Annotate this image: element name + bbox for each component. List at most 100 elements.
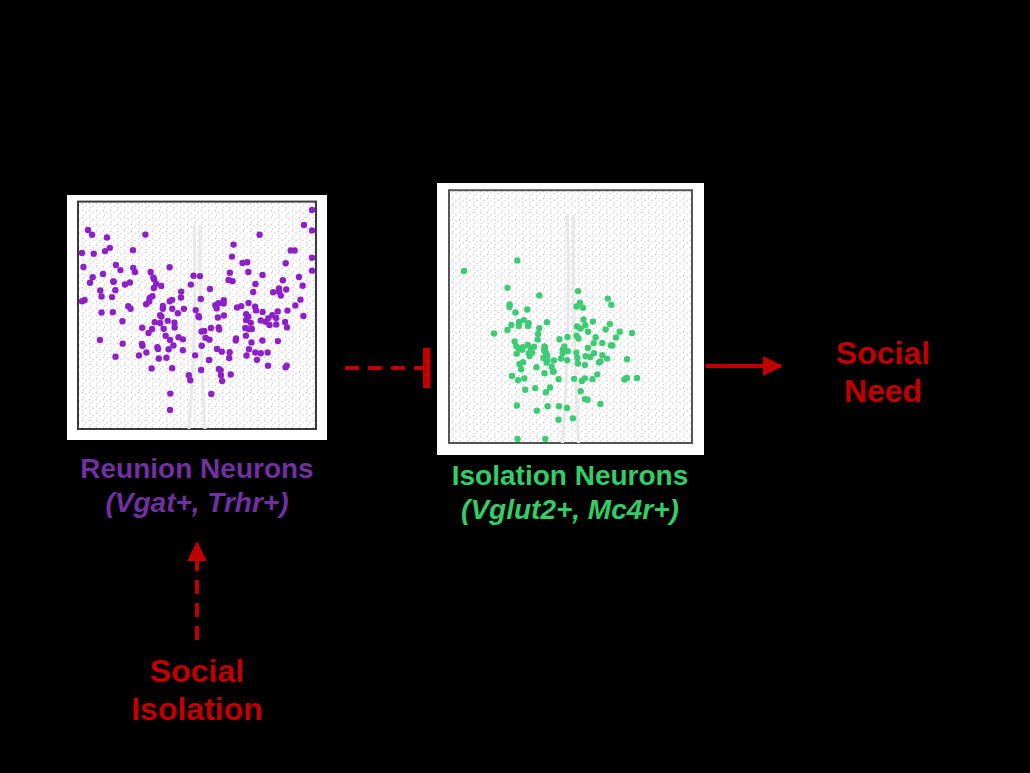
- cell-dot: [188, 281, 194, 287]
- cell-dot: [180, 336, 186, 342]
- cell-dot: [98, 293, 104, 299]
- cell-dot: [199, 343, 205, 349]
- cell-dot: [147, 269, 153, 275]
- cell-dot: [555, 403, 561, 409]
- brain-section-image: [437, 183, 704, 455]
- arrow-connector: [706, 364, 782, 368]
- cell-dot: [519, 359, 525, 365]
- cell-dot: [167, 337, 173, 343]
- cell-dot: [284, 307, 290, 313]
- cell-dot: [273, 321, 279, 327]
- cell-dot: [524, 306, 530, 312]
- cell-dot: [127, 306, 133, 312]
- cell-dot: [556, 336, 562, 342]
- cell-dot: [623, 356, 629, 362]
- cell-dot: [543, 319, 549, 325]
- cell-dot: [80, 264, 86, 270]
- cell-dot: [155, 346, 161, 352]
- cell-dot: [514, 257, 520, 263]
- cell-dot: [575, 335, 581, 341]
- cell-dot: [536, 292, 542, 298]
- cell-dot: [550, 357, 556, 363]
- cell-dot: [512, 309, 518, 315]
- cell-dot: [542, 436, 548, 442]
- cell-dot: [301, 222, 307, 228]
- cell-dot: [536, 325, 542, 331]
- cell-dot: [139, 325, 145, 331]
- cell-dot: [206, 357, 212, 363]
- outcome-label: Social Need: [803, 334, 963, 411]
- cell-dot: [221, 312, 227, 318]
- cell-dot: [274, 308, 280, 314]
- cell-dot: [564, 357, 570, 363]
- neuron-population: Isolation Neurons(Vglut2+, Mc4r+): [437, 183, 704, 526]
- cell-dot: [100, 271, 106, 277]
- cell-dot: [309, 207, 315, 213]
- cell-dot: [555, 417, 561, 423]
- cell-dot: [215, 314, 221, 320]
- cell-dot: [284, 362, 290, 368]
- cell-dot: [109, 294, 115, 300]
- cell-dot: [559, 350, 565, 356]
- cell-dot: [275, 338, 281, 344]
- cell-dot: [245, 269, 251, 275]
- cell-dot: [534, 336, 540, 342]
- cell-dot: [584, 328, 590, 334]
- cell-dot: [152, 319, 158, 325]
- cell-dot: [192, 352, 198, 358]
- cell-dot: [112, 287, 118, 293]
- cell-dot: [250, 289, 256, 295]
- cell-dot: [616, 328, 622, 334]
- input-label: Social Isolation: [107, 652, 287, 729]
- cell-dot: [546, 384, 552, 390]
- cell-dot: [233, 335, 239, 341]
- cell-dot: [266, 322, 272, 328]
- cell-dot: [533, 407, 539, 413]
- cell-dot: [169, 306, 175, 312]
- cell-dot: [127, 279, 133, 285]
- cell-dot: [245, 300, 251, 306]
- cell-dot: [309, 254, 315, 260]
- cell-dot: [597, 358, 603, 364]
- cell-dot: [580, 316, 586, 322]
- cell-dot: [219, 378, 225, 384]
- cell-dot: [589, 318, 595, 324]
- cell-dot: [258, 317, 264, 323]
- image-frame: [67, 195, 327, 440]
- cell-dot: [517, 366, 523, 372]
- cell-dot: [573, 349, 579, 355]
- cell-dot: [178, 288, 184, 294]
- cell-dot: [584, 397, 590, 403]
- gene-markers: (Vgat+, Trhr+): [67, 486, 327, 520]
- cell-dot: [513, 402, 519, 408]
- neuron-population: Reunion Neurons(Vgat+, Trhr+): [67, 195, 327, 519]
- cell-dot: [227, 270, 233, 276]
- cell-dot: [243, 311, 249, 317]
- cell-dot: [592, 334, 598, 340]
- cell-dot: [220, 300, 226, 306]
- cell-dot: [590, 350, 596, 356]
- cell-dot: [243, 352, 249, 358]
- cell-dot: [520, 317, 526, 323]
- cell-dot: [633, 375, 639, 381]
- cell-dot: [603, 355, 609, 361]
- cell-dot: [292, 302, 298, 308]
- node-label: Social Need: [803, 334, 963, 411]
- cell-dot: [561, 343, 567, 349]
- cell-dot: [506, 304, 512, 310]
- cell-dot: [198, 296, 204, 302]
- tissue-section: [449, 190, 692, 443]
- cell-dot: [181, 306, 187, 312]
- cell-dot: [130, 247, 136, 253]
- cell-dot: [160, 326, 166, 332]
- cell-dot: [584, 345, 590, 351]
- cell-dot: [201, 328, 207, 334]
- cell-dot: [97, 337, 103, 343]
- cell-dot: [157, 320, 163, 326]
- cell-dot: [148, 365, 154, 371]
- cell-dot: [278, 292, 284, 298]
- cell-dot: [193, 307, 199, 313]
- cell-dot: [112, 353, 118, 359]
- cell-dot: [208, 325, 214, 331]
- ventricle-outline: [189, 226, 205, 429]
